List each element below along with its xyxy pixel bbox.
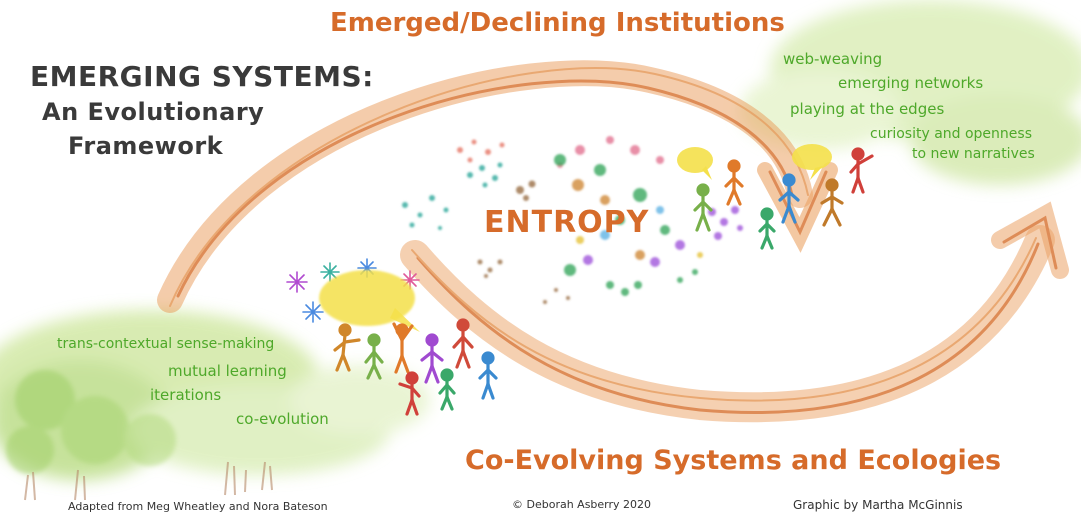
title-line-2: An Evolutionary [42, 98, 265, 126]
person-figure [333, 323, 361, 372]
person-figure [392, 322, 414, 374]
top-right-green-wash [740, 0, 1081, 185]
small-speech-bubble-right [792, 144, 832, 180]
note-mutual-learning: mutual learning [168, 362, 287, 380]
credit-graphic: Graphic by Martha McGinnis [793, 498, 963, 512]
person-figure [420, 333, 444, 384]
person-figure [478, 351, 498, 400]
title-line-1: EMERGING SYSTEMS: [30, 60, 374, 93]
note-emerging-networks: emerging networks [838, 74, 984, 92]
entropy-particles [402, 136, 743, 304]
grass-strokes [24, 461, 273, 501]
bottom-heading: Co-Evolving Systems and Ecologies [465, 445, 1002, 476]
speech-bubbles [319, 144, 832, 332]
person-figure [778, 173, 800, 224]
green-tree-blobs [6, 370, 176, 474]
note-playing-at-edges: playing at the edges [790, 100, 945, 118]
note-sense-making: trans-contextual sense-making [57, 336, 275, 352]
people-group-left [333, 318, 498, 416]
person-figure [398, 371, 421, 416]
note-co-evolution: co-evolution [236, 410, 329, 428]
small-speech-bubble-left [677, 147, 713, 180]
note-new-narratives: to new narratives [912, 146, 1035, 162]
person-figure [452, 318, 474, 369]
title-line-3: Framework [68, 132, 224, 160]
top-arc-arrow [157, 60, 838, 313]
person-figure [693, 183, 713, 232]
entropy-label: ENTROPY [484, 205, 650, 240]
note-web-weaving: web-weaving [783, 50, 883, 68]
credit-copyright: © Deborah Asberry 2020 [512, 498, 652, 511]
note-iterations: iterations [150, 386, 222, 404]
person-figure [820, 178, 844, 227]
person-figure [364, 333, 384, 380]
credit-adapted: Adapted from Meg Wheatley and Nora Bates… [68, 500, 328, 513]
top-heading: Emerged/Declining Institutions [330, 8, 785, 38]
note-curiosity: curiosity and openness [870, 126, 1032, 142]
bottom-arc-arrow [400, 201, 1069, 423]
person-figure [438, 368, 456, 411]
people-group-right [693, 147, 874, 250]
person-figure [849, 147, 874, 194]
person-figure [758, 207, 776, 250]
person-figure [724, 159, 744, 206]
